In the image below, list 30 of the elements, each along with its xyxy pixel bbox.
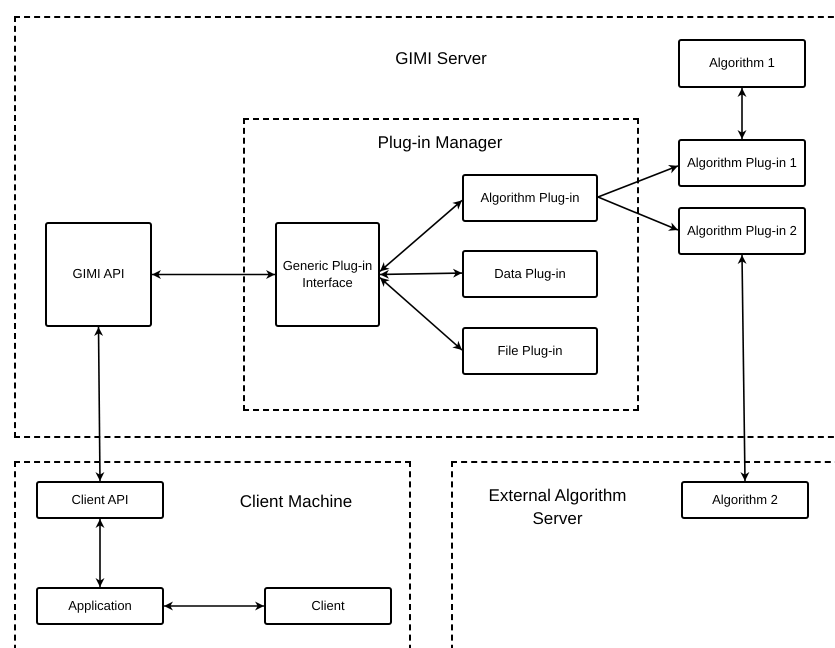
arrow: [379, 277, 463, 351]
arrow: [380, 268, 462, 279]
process-box: Generic Plug-in Interface: [275, 222, 380, 327]
arrow: [96, 519, 104, 587]
process-box: Algorithm 2: [681, 481, 809, 519]
container-title: GIMI Server: [394, 48, 488, 70]
arrow: [164, 602, 264, 610]
dashed-container: [243, 118, 639, 411]
process-box: GIMI API: [45, 222, 152, 327]
process-box: Client API: [36, 481, 164, 519]
process-box: File Plug-in: [462, 327, 598, 375]
process-box: Algorithm Plug-in 2: [678, 207, 806, 255]
process-box: Application: [36, 587, 164, 625]
arrow: [738, 254, 750, 482]
process-box: Algorithm Plug-in 1: [678, 139, 806, 187]
dashed-container: [14, 16, 835, 438]
arrow: [598, 164, 678, 198]
process-box: Algorithm 1: [678, 39, 806, 88]
arrow: [379, 200, 463, 272]
process-box: Client: [264, 587, 392, 625]
arrow: [598, 196, 678, 231]
process-box: Algorithm Plug-in: [462, 174, 598, 222]
container-title: Plug-in Manager: [376, 132, 504, 154]
container-title: External Algorithm Server: [488, 485, 628, 530]
arrow: [94, 327, 104, 481]
process-box: Data Plug-in: [462, 250, 598, 298]
container-title: Client Machine: [238, 491, 354, 513]
arrow: [738, 88, 746, 139]
dashed-container: [14, 461, 411, 648]
arrow: [152, 270, 275, 279]
